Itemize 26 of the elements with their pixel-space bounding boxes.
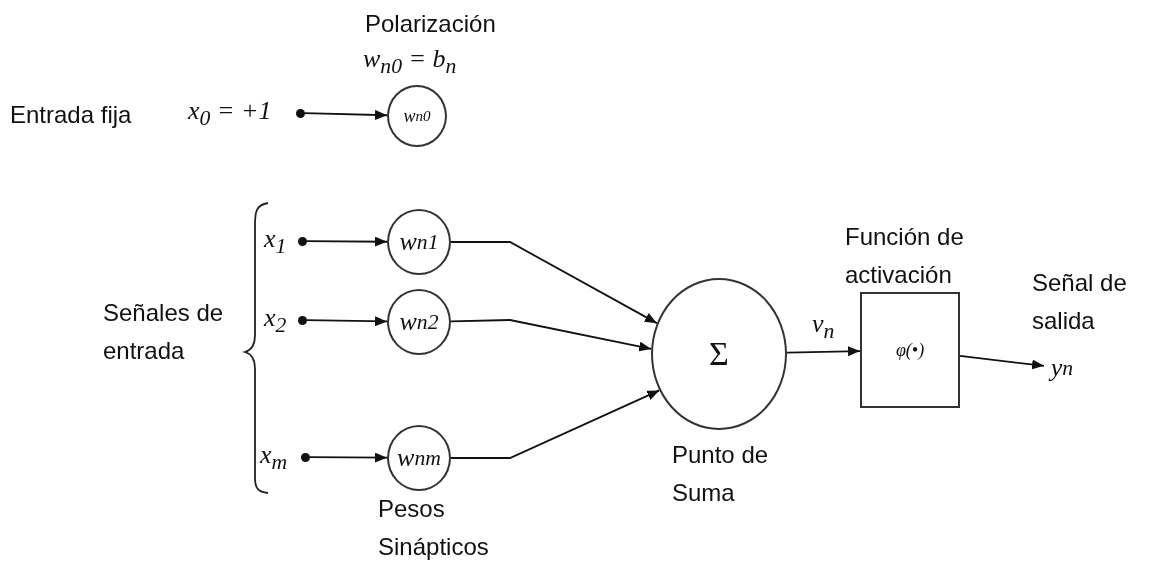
summing-junction-label: Punto de Suma bbox=[672, 440, 770, 509]
activation-function-label: Función de activación bbox=[845, 222, 965, 291]
input-terminal-dot bbox=[297, 315, 307, 325]
arrow bbox=[303, 109, 388, 120]
row-label: Entrada fija bbox=[10, 100, 132, 130]
bias-formula: w$_{n0}$ = b$_{n}$ bbox=[363, 43, 457, 81]
synaptic-weights-label: Pesos Sinápticos bbox=[378, 494, 490, 563]
input-signals-label: Señales de entrada bbox=[103, 298, 225, 367]
input-terminal-dot bbox=[300, 452, 310, 462]
bias-label: Polarización bbox=[365, 9, 496, 39]
summing-junction-circle: Σ bbox=[651, 278, 787, 430]
input-terminal-dot bbox=[295, 108, 305, 118]
activation-function-box: φ(•) bbox=[860, 292, 960, 408]
arrow bbox=[308, 452, 388, 463]
arrow bbox=[305, 316, 388, 327]
input-terminal-dot bbox=[297, 236, 307, 246]
arrow bbox=[450, 319, 653, 352]
input-label: x$_{m}$ bbox=[260, 439, 288, 477]
input-label: x$_{2}$ bbox=[264, 302, 287, 340]
arrow bbox=[786, 346, 861, 357]
arrow bbox=[959, 355, 1045, 370]
input-label: x$_{0}$ = +1 bbox=[188, 95, 272, 133]
output-signal-label: Señal de salida bbox=[1032, 268, 1128, 337]
arrow bbox=[305, 236, 388, 247]
arrow bbox=[450, 241, 658, 325]
input-label: x$_{1}$ bbox=[264, 223, 287, 261]
